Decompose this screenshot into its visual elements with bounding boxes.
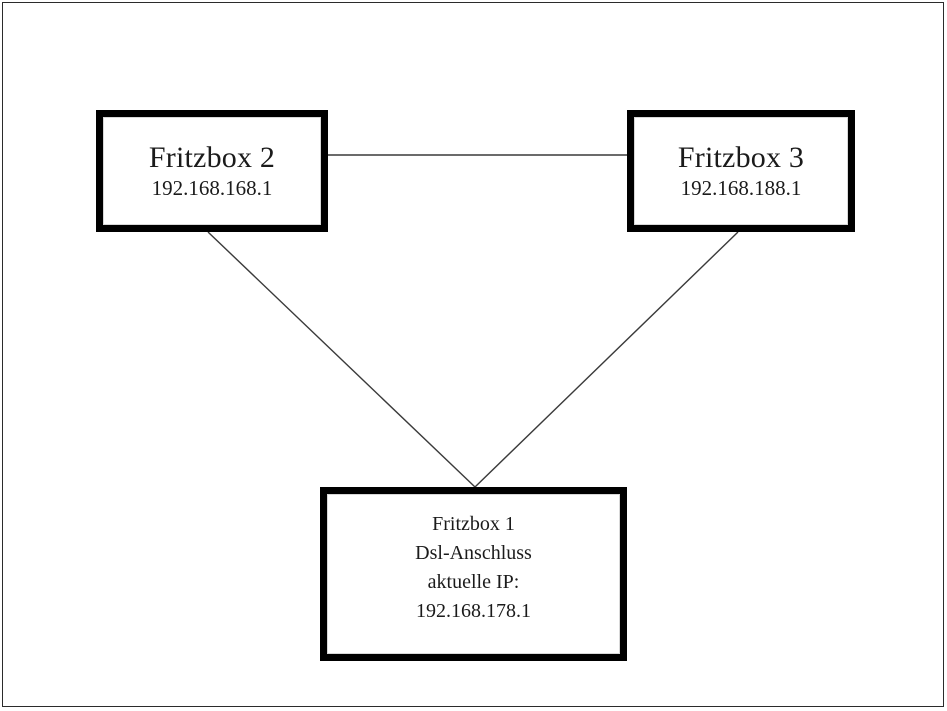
link-fritzbox3-fritzbox1	[474, 231, 739, 488]
node-fritzbox-1[interactable]: Fritzbox 1 Dsl-Anschluss aktuelle IP: 19…	[320, 487, 627, 661]
node-fritzbox-3[interactable]: Fritzbox 3 192.168.188.1	[627, 110, 855, 232]
node-fritzbox-2-ip: 192.168.168.1	[151, 176, 273, 200]
node-fritzbox-1-connection: Dsl-Anschluss	[415, 542, 532, 564]
link-fritzbox2-fritzbox1	[207, 231, 476, 488]
node-fritzbox-1-ip: 192.168.178.1	[416, 600, 531, 622]
node-fritzbox-2-title: Fritzbox 2	[148, 141, 276, 174]
node-fritzbox-2[interactable]: Fritzbox 2 192.168.168.1	[96, 110, 328, 232]
node-fritzbox-3-ip: 192.168.188.1	[680, 176, 802, 200]
node-fritzbox-1-title: Fritzbox 1	[432, 513, 515, 535]
node-fritzbox-3-title: Fritzbox 3	[677, 141, 805, 174]
node-fritzbox-1-ip-label: aktuelle IP:	[427, 571, 520, 593]
